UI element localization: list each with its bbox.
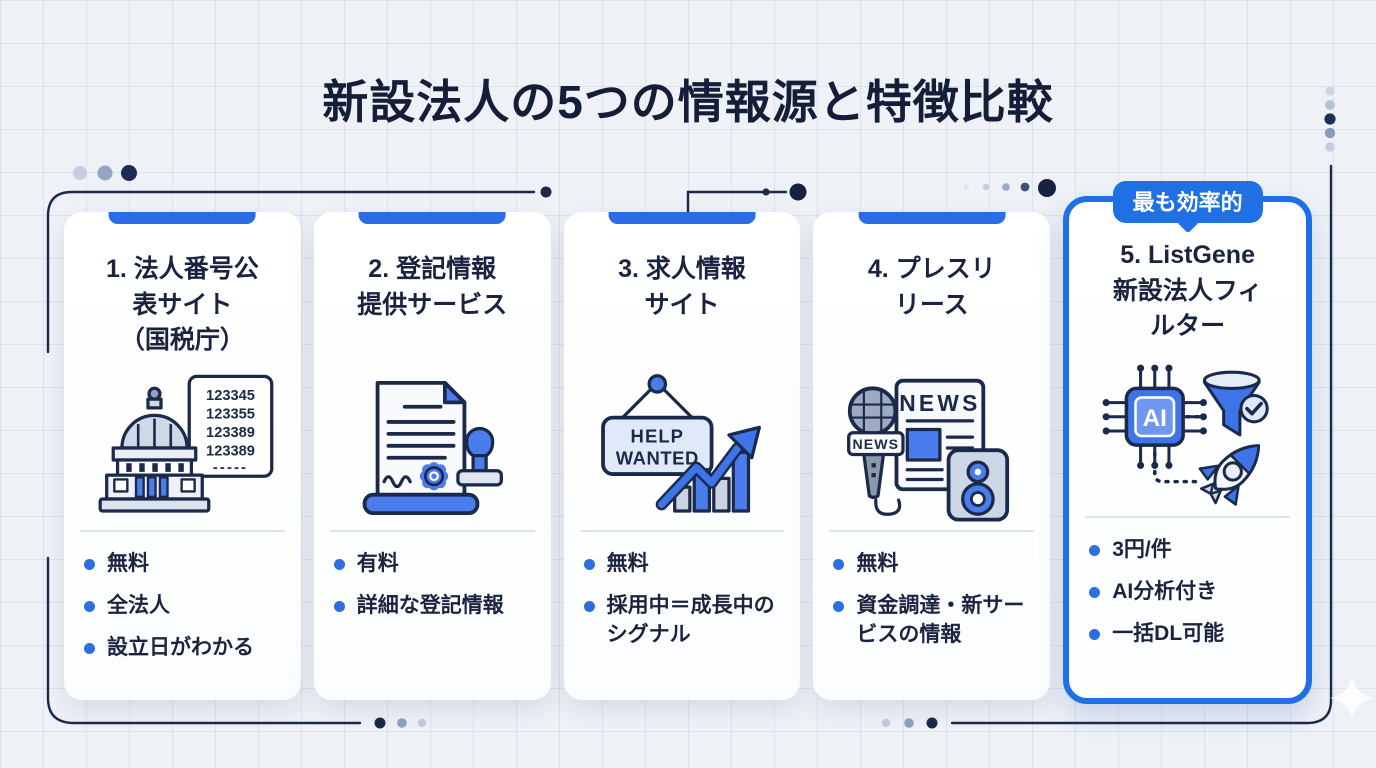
source-card-5: 最も効率的 5. ListGene 新設法人フィ ルター AI 3円/件 AI分析… <box>1063 181 1312 704</box>
bullet-text: 資金調達・新サービスの情報 <box>856 593 1025 646</box>
bullet-text: 詳細な登記情報 <box>356 593 504 617</box>
bullet-text: 設立日がわかる <box>107 635 254 659</box>
svg-text:123345: 123345 <box>206 388 255 404</box>
bullet-text: 3円/件 <box>1112 538 1172 561</box>
svg-text:NEWS: NEWS <box>852 436 899 452</box>
svg-text:123389: 123389 <box>206 444 255 460</box>
bullet-text: 無料 <box>606 552 649 575</box>
page-title: 新設法人の5つの情報源と特徴比較 <box>322 76 1054 128</box>
card-tab <box>358 212 506 224</box>
bullet-dot-icon <box>333 600 345 612</box>
bullet-dot-icon <box>84 559 95 570</box>
bullet-text: 有料 <box>356 552 399 575</box>
best-badge: 最も効率的 <box>1112 181 1263 223</box>
card-title: 1. 法人番号公 表サイト （国税庁） <box>106 255 259 354</box>
divider <box>80 530 285 532</box>
bullet-dot-icon <box>1089 586 1101 598</box>
card-icon: HELP WANTED <box>564 368 801 528</box>
card-icon: NEWS NEWS <box>813 368 1050 528</box>
svg-text:123355: 123355 <box>206 407 255 423</box>
bullet-list: 3円/件 AI分析付き一括DL可能 <box>1069 518 1306 659</box>
source-card-3: 3. 求人情報 サイト HELP WANTED 無料採用中＝成長中のシグナル <box>563 212 801 700</box>
registry-document-stamp-icon <box>362 380 504 516</box>
bullet-item: 全法人 <box>84 592 287 621</box>
bullet-item: 資金調達・新サービスの情報 <box>833 592 1036 650</box>
bullet-item: 詳細な登記情報 <box>333 592 537 621</box>
bullet-list: 無料資金調達・新サービスの情報 <box>813 532 1050 660</box>
source-card-2: 2. 登記情報 提供サービス 有料詳細な登記情報 <box>313 212 551 700</box>
card-title: 4. プレスリ リース <box>867 255 996 319</box>
svg-text:AI: AI <box>1143 405 1167 432</box>
bullet-dot-icon <box>1089 545 1101 556</box>
svg-text:123389: 123389 <box>206 425 255 441</box>
bullet-item: 一括DL可能 <box>1089 620 1292 649</box>
divider <box>579 530 785 532</box>
cards-row: 1. 法人番号公 表サイト （国税庁） 123345 123355 123389… <box>64 181 1312 704</box>
card-icon: 123345 123355 123389 123389 ----- <box>64 368 301 528</box>
card-icon <box>314 368 551 528</box>
bullet-text: 全法人 <box>107 593 170 617</box>
svg-text:HELP: HELP <box>630 426 684 447</box>
bullet-item: 3円/件 <box>1089 536 1292 565</box>
card-tab <box>108 212 256 224</box>
bullet-item: 採用中＝成長中のシグナル <box>583 592 787 650</box>
bullet-dot-icon <box>84 600 95 612</box>
card-tab <box>858 212 1006 224</box>
divider <box>829 530 1035 532</box>
source-card-4: 4. プレスリ リース NEWS NEWS 無料資金調達・新サービスの情報 <box>813 212 1051 700</box>
government-building-icon: 123345 123355 123389 123389 ----- <box>98 374 274 513</box>
bullet-text: 採用中＝成長中のシグナル <box>606 593 775 646</box>
bullet-dot-icon <box>583 559 595 570</box>
svg-text:WANTED: WANTED <box>615 447 698 468</box>
card-title: 5. ListGene 新設法人フィ ルター <box>1112 241 1263 340</box>
bullet-text: 無料 <box>856 552 899 575</box>
card-icon: AI <box>1069 354 1306 514</box>
svg-text:-----: ----- <box>213 460 248 476</box>
ai-filter-rocket-icon: AI <box>1102 364 1270 506</box>
bullet-item: AI分析付き <box>1089 578 1292 607</box>
bullet-text: 無料 <box>107 552 149 575</box>
bullet-item: 無料 <box>833 550 1036 579</box>
bullet-dot-icon <box>84 642 95 654</box>
bullet-dot-icon <box>833 600 845 612</box>
card-title: 2. 登記情報 提供サービス <box>357 255 508 319</box>
bullet-dot-icon <box>1089 628 1101 640</box>
help-wanted-growth-chart-icon: HELP WANTED <box>600 374 761 513</box>
bullet-item: 設立日がわかる <box>84 634 287 663</box>
bullet-dot-icon <box>833 559 845 570</box>
source-card-1: 1. 法人番号公 表サイト （国税庁） 123345 123355 123389… <box>64 212 301 700</box>
svg-text:NEWS: NEWS <box>899 390 980 416</box>
bullet-item: 無料 <box>84 550 287 579</box>
press-news-media-icon: NEWS NEWS <box>846 378 1009 522</box>
card-title: 3. 求人情報 サイト <box>618 255 746 319</box>
bullet-text: 一括DL可能 <box>1112 621 1225 645</box>
bullet-list: 有料詳細な登記情報 <box>314 532 551 631</box>
bullet-item: 有料 <box>333 550 537 579</box>
card-tab <box>608 212 756 224</box>
sparkle-icon <box>1330 676 1374 720</box>
bullet-item: 無料 <box>583 550 787 579</box>
bullet-list: 無料採用中＝成長中のシグナル <box>564 532 801 660</box>
bullet-list: 無料全法人設立日がわかる <box>64 532 301 673</box>
bullet-dot-icon <box>333 559 345 570</box>
bullet-text: AI分析付き <box>1112 579 1218 603</box>
bullet-dot-icon <box>583 600 595 612</box>
divider <box>329 530 535 532</box>
